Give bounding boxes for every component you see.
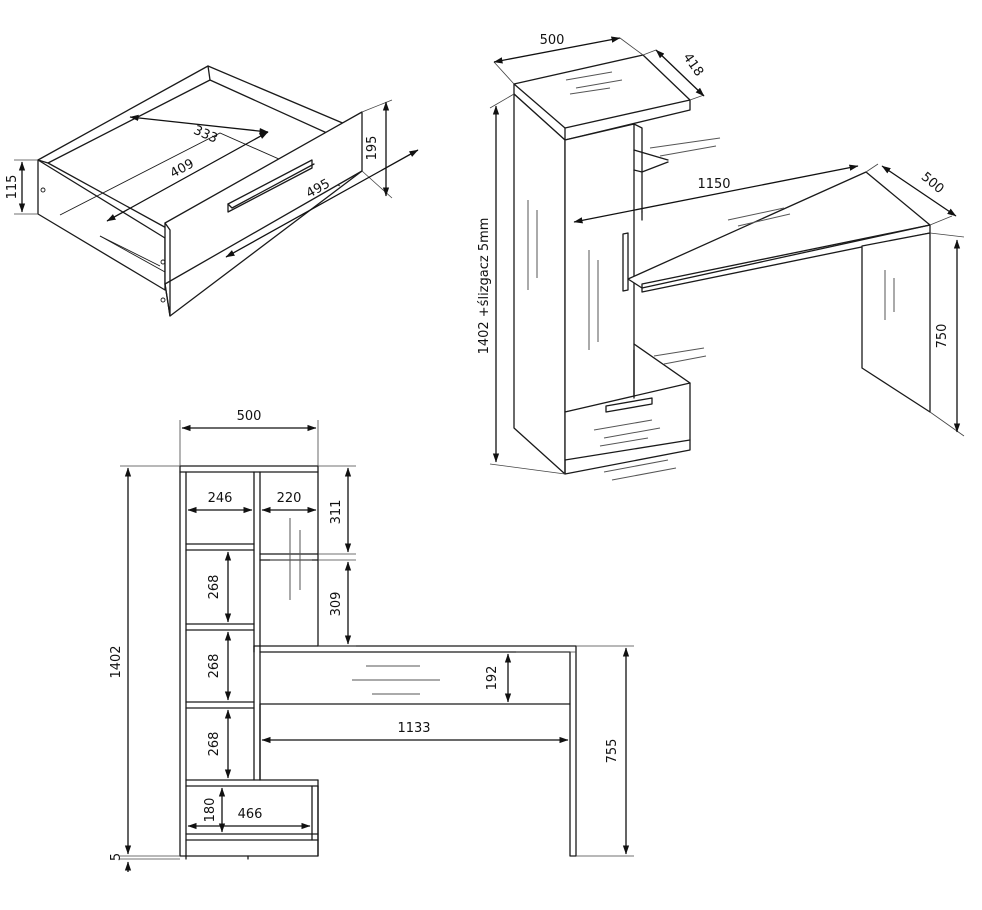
front-dim-220: 220 [277, 491, 302, 506]
dim-line-409 [106, 131, 269, 222]
desk-dim-750: 750 [935, 324, 950, 349]
perspective-view: 500 418 1150 500 750 1402 +ślizgacz 5mm [477, 33, 965, 481]
front-dim-1402: 1402 [109, 645, 124, 678]
dim-line-top-500 [493, 36, 621, 64]
top-dim-418: 418 [680, 51, 707, 80]
drawer-dim-409: 409 [168, 156, 197, 181]
front-dim-180: 180 [203, 798, 218, 823]
drawer-dim-195: 195 [365, 136, 380, 161]
dim-line-333 [129, 114, 269, 135]
front-dim-1133: 1133 [397, 721, 430, 736]
dim-line-495 [225, 149, 419, 258]
front-dim-192: 192 [485, 666, 500, 691]
drawer-dim-115: 115 [5, 175, 20, 200]
desk-dim-1150: 1150 [697, 177, 730, 192]
front-dim-500: 500 [237, 409, 262, 424]
dim-line-1150 [573, 164, 859, 224]
front-dim-5: 5 [109, 853, 124, 861]
top-dim-500: 500 [540, 33, 565, 48]
front-dim-466: 466 [238, 807, 263, 822]
front-dim-268-b: 268 [207, 654, 222, 679]
front-dim-246: 246 [208, 491, 233, 506]
front-dim-309: 309 [329, 592, 344, 617]
front-dim-268-a: 268 [207, 575, 222, 600]
front-dim-268-c: 268 [207, 732, 222, 757]
front-view: 500 246 220 311 309 268 268 268 180 466 [109, 409, 634, 872]
front-dim-755: 755 [605, 739, 620, 764]
dim-line-desk-500 [881, 165, 957, 217]
front-dim-311: 311 [329, 500, 344, 525]
total-height-note: 1402 +ślizgacz 5mm [477, 218, 492, 355]
dim-line-top-418 [655, 49, 705, 97]
drawer-view: 115 195 333 409 495 [5, 65, 419, 317]
